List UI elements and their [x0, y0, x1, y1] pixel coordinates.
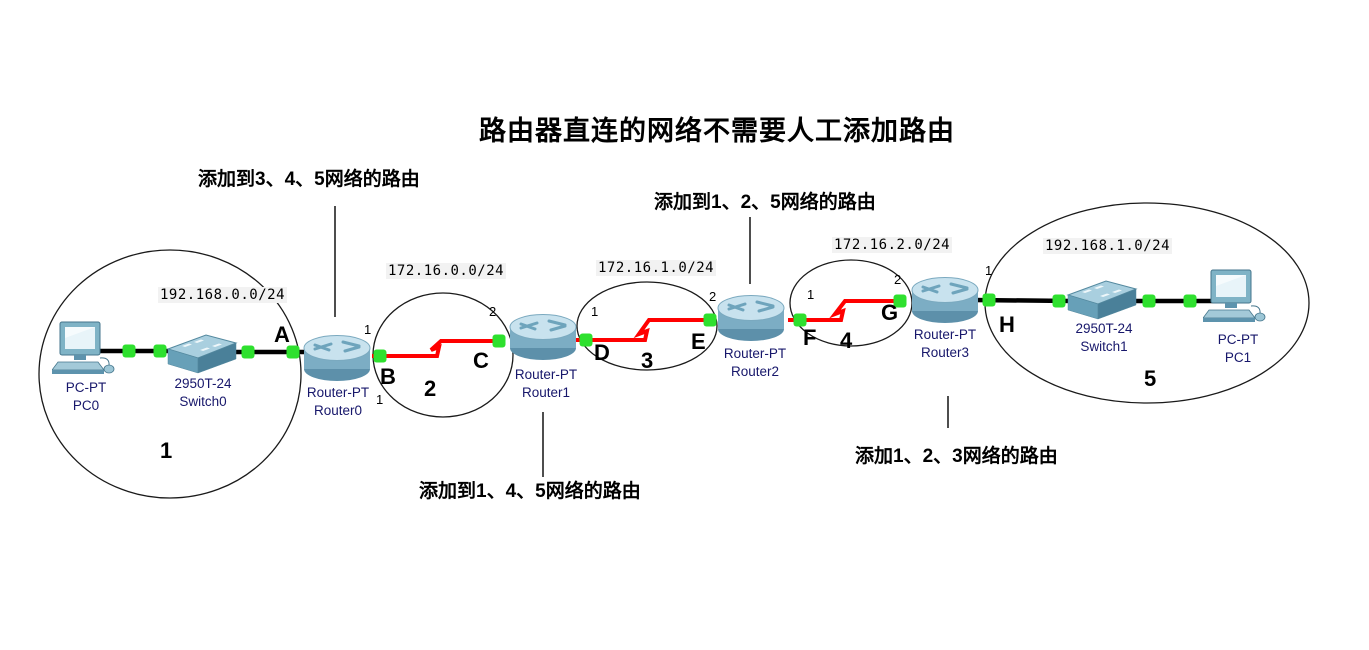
annotation-router2: 添加到1、2、5网络的路由: [654, 192, 876, 213]
pc1-icon[interactable]: [1203, 268, 1267, 328]
port-label-router3-right: 1: [985, 263, 993, 278]
connection-point-e: E: [691, 329, 706, 354]
router1-label: Router-PT Router1: [476, 366, 616, 401]
port-label-router0-right: 1: [364, 322, 372, 337]
switch0-model: 2950T-24: [174, 376, 232, 391]
router0-model: Router-PT: [306, 385, 370, 400]
switch1-label: 2950T-24 Switch1: [1034, 320, 1174, 355]
pc1-name: PC1: [1224, 349, 1252, 365]
status-dot: [1142, 294, 1156, 308]
pc1-label: PC-PT PC1: [1168, 331, 1308, 366]
pc0-model: PC-PT: [65, 380, 107, 395]
router2-model: Router-PT: [723, 346, 787, 361]
annotation-router1: 添加到1、4、5网络的路由: [419, 481, 641, 502]
port-label-router1-left: 2: [489, 304, 497, 319]
network-3-number: 3: [641, 348, 654, 373]
port-label-router2-right: 1: [807, 287, 815, 302]
pc0-name: PC0: [72, 397, 100, 413]
connection-point-f: F: [803, 325, 817, 350]
switch0-label: 2950T-24 Switch0: [133, 375, 273, 410]
switch0-name: Switch0: [179, 393, 227, 409]
connection-point-b: B: [380, 364, 396, 389]
port-label-router0-bottom: 1: [376, 392, 384, 407]
network-1-cidr-label: 192.168.0.0/24: [158, 287, 288, 303]
router1-icon[interactable]: [508, 312, 578, 362]
diagram-title: 路由器直连的网络不需要人工添加路由: [479, 116, 955, 146]
status-dot: [1052, 294, 1066, 308]
status-dot: [153, 344, 167, 358]
status-dot: [286, 345, 300, 359]
switch1-icon[interactable]: [1062, 276, 1140, 322]
status-dot: [122, 344, 136, 358]
port-label-router1-right: 1: [591, 304, 599, 319]
status-dot: [1183, 294, 1197, 308]
pc0-icon[interactable]: [52, 320, 116, 380]
serial-link-router2-router3: [788, 299, 906, 322]
port-label-router2-left: 2: [709, 289, 717, 304]
switch1-model: 2950T-24: [1075, 321, 1133, 336]
router3-label: Router-PT Router3: [875, 326, 1015, 361]
status-dot: [373, 349, 387, 363]
annotation-router3: 添加1、2、3网络的路由: [855, 446, 1058, 467]
router2-label: Router-PT Router2: [685, 345, 825, 380]
serial-link-router1-router2: [572, 318, 716, 342]
network-2-number: 2: [424, 376, 437, 401]
switch0-icon[interactable]: [162, 330, 240, 376]
router0-label: Router-PT Router0: [268, 384, 408, 419]
network-4-cidr-label: 172.16.2.0/24: [832, 237, 953, 253]
network-4-number: 4: [840, 328, 853, 353]
status-dot: [793, 313, 807, 327]
port-label-router3-left: 2: [894, 272, 902, 287]
switch1-name: Switch1: [1080, 338, 1128, 354]
router3-model: Router-PT: [913, 327, 977, 342]
network-1-number: 1: [160, 438, 173, 463]
network-5-cidr-label: 192.168.1.0/24: [1043, 238, 1173, 254]
status-dot: [703, 313, 717, 327]
serial-link-router0-router1: [372, 339, 504, 358]
connection-point-g: G: [881, 300, 899, 325]
status-dot: [579, 333, 593, 347]
pc0-label: PC-PT PC0: [16, 379, 156, 414]
router1-model: Router-PT: [514, 367, 578, 382]
status-dot: [893, 294, 907, 308]
connection-point-d: D: [594, 340, 610, 365]
connection-point-a: A: [274, 322, 290, 347]
status-dot: [241, 345, 255, 359]
network-3-cidr-label: 172.16.1.0/24: [596, 260, 717, 276]
router1-name: Router1: [521, 384, 571, 400]
annotation-router0: 添加到3、4、5网络的路由: [198, 169, 420, 190]
router3-icon[interactable]: [910, 275, 980, 325]
router0-icon[interactable]: [302, 333, 372, 383]
router3-name: Router3: [920, 344, 970, 360]
network-3-ellipse: [576, 281, 718, 371]
network-2-cidr-label: 172.16.0.0/24: [386, 263, 507, 279]
pc1-model: PC-PT: [1217, 332, 1259, 347]
status-dot: [492, 334, 506, 348]
connection-point-c: C: [473, 348, 489, 373]
network-5-number: 5: [1144, 366, 1157, 391]
router2-icon[interactable]: [716, 293, 786, 343]
router2-name: Router2: [730, 363, 780, 379]
link-status-dots: [122, 293, 1197, 363]
status-dot: [982, 293, 996, 307]
connection-point-h: H: [999, 312, 1015, 337]
network-1-ellipse: [38, 249, 302, 499]
router0-name: Router0: [313, 402, 363, 418]
